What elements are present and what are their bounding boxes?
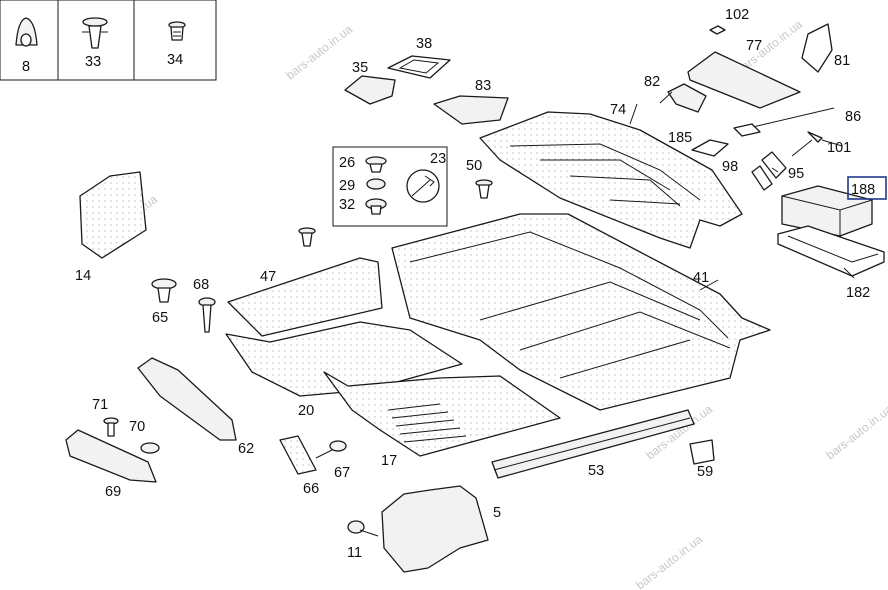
callout-label: 81 xyxy=(834,53,850,69)
legend-frame xyxy=(0,0,217,81)
part-50-plug xyxy=(475,179,493,199)
callout-label: 17 xyxy=(381,453,397,469)
callout-label: 32 xyxy=(339,197,355,213)
callout-label: 83 xyxy=(475,78,491,94)
part-182-tray xyxy=(777,225,885,277)
part-47-floor-panel xyxy=(227,257,383,337)
callout-label: 101 xyxy=(827,140,851,156)
part-14-side-trim xyxy=(79,171,147,259)
part-77-cover-panel xyxy=(687,51,801,109)
callout-label: 35 xyxy=(352,60,368,76)
leader-lines xyxy=(629,91,855,291)
callout-labels: 8 33 34 35 38 83 74 102 77 81 82 86 185 … xyxy=(22,7,875,561)
watermark: bars-auto.in.ua xyxy=(283,22,355,83)
callout-label: 14 xyxy=(75,268,91,284)
callout-label: 82 xyxy=(644,74,660,90)
fastener-legend-table xyxy=(0,0,217,81)
callout-label: 23 xyxy=(430,151,446,167)
part-68-screw xyxy=(198,297,216,333)
callout-label: 50 xyxy=(466,158,482,174)
callout-label: 5 xyxy=(493,505,501,521)
part-29-nut xyxy=(366,178,386,190)
part-185-bracket xyxy=(691,139,729,157)
callout-label: 185 xyxy=(668,130,692,146)
part-38-plate xyxy=(387,55,451,79)
part-20-floor-mat xyxy=(225,321,463,397)
callout-label: 77 xyxy=(746,38,762,54)
callout-label: 8 xyxy=(22,59,30,75)
part-5-side-panel xyxy=(381,485,489,573)
callout-label: 69 xyxy=(105,484,121,500)
callout-label: 41 xyxy=(693,270,709,286)
part-59-clip xyxy=(689,439,715,465)
callout-label: 67 xyxy=(334,465,350,481)
callout-label: 71 xyxy=(92,397,108,413)
callout-label highlighted-callout-label: 188 xyxy=(851,182,875,198)
part-71-bolt xyxy=(103,417,119,437)
callout-label: 74 xyxy=(610,102,626,118)
callout-label: 38 xyxy=(416,36,432,52)
part-102-clip xyxy=(709,25,726,35)
watermark: bars-auto.in.ua xyxy=(633,532,705,590)
callout-label: 62 xyxy=(238,441,254,457)
callout-label: 95 xyxy=(788,166,804,182)
part-69-bracket xyxy=(65,429,157,483)
fastener-kit-group xyxy=(332,146,448,227)
part-74-rear-floor xyxy=(479,111,743,249)
part-83-panel xyxy=(433,95,509,125)
callout-label: 34 xyxy=(167,52,183,68)
callout-label: 33 xyxy=(85,54,101,70)
part-11-bolt xyxy=(347,520,379,537)
part-35-cover xyxy=(344,75,396,105)
push-clip-part-icon xyxy=(168,21,186,41)
clip-part-icon xyxy=(82,17,108,49)
part-62-trim xyxy=(137,357,237,441)
part-98-hook xyxy=(751,165,773,191)
part-101-screw xyxy=(791,131,823,157)
part-17-floor-mat xyxy=(323,371,561,457)
callout-label: 70 xyxy=(129,419,145,435)
kit-frame xyxy=(332,146,448,227)
callout-label: 53 xyxy=(588,463,604,479)
callout-label: 65 xyxy=(152,310,168,326)
part-67-screw xyxy=(315,440,347,459)
part-50-plug xyxy=(298,227,316,247)
callout-label: 98 xyxy=(722,159,738,175)
part-70-nut xyxy=(140,442,160,454)
part-66-plate xyxy=(279,435,317,475)
callout-label: 20 xyxy=(298,403,314,419)
part-41-main-floor xyxy=(391,213,771,411)
callout-label: 11 xyxy=(347,545,362,561)
callout-label: 102 xyxy=(725,7,749,23)
callout-label: 182 xyxy=(846,285,870,301)
part-81-bracket xyxy=(801,23,833,73)
part-82-latch xyxy=(667,83,707,113)
callout-label: 68 xyxy=(193,277,209,293)
part-86-rod-end xyxy=(733,123,761,137)
part-65-fastener xyxy=(151,278,177,303)
watermark: bars-auto.in.ua xyxy=(823,402,888,463)
grommet-part-icon xyxy=(15,17,38,47)
highlighted-callout-box xyxy=(847,176,887,200)
callout-label: 59 xyxy=(697,464,713,480)
callout-label: 26 xyxy=(339,155,355,171)
part-17-ribs xyxy=(387,403,467,443)
callout-label: 29 xyxy=(339,178,355,194)
callout-label: 86 xyxy=(845,109,861,125)
part-95-clip xyxy=(761,151,787,179)
callout-label: 66 xyxy=(303,481,319,497)
part-86-rod xyxy=(739,107,835,131)
callout-label: 47 xyxy=(260,269,276,285)
